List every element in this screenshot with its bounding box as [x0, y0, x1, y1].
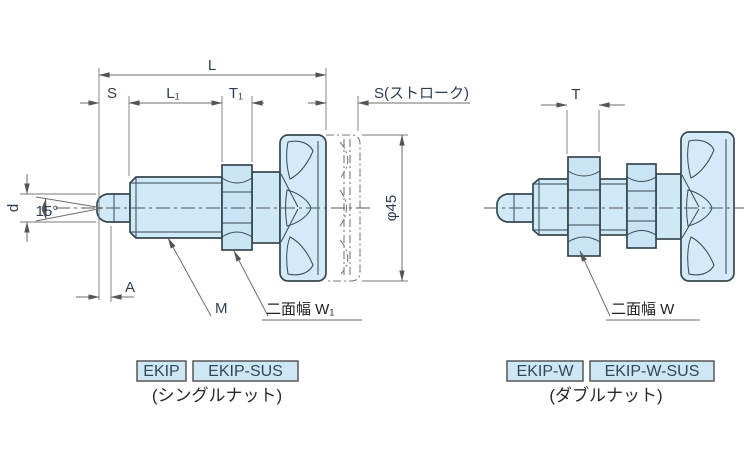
figure-double-nut: T 二面幅 W EKIP-W EKIP-W-SUS (ダブルナット): [484, 86, 744, 405]
dim-label-T: T: [571, 86, 580, 103]
model-badge-ekip-sus: [192, 360, 299, 382]
dim-label-T1: T₁: [229, 85, 243, 102]
model-badges-single: EKIP EKIP-SUS (シングルナット): [136, 360, 299, 405]
leader-flats-w1: [233, 250, 269, 317]
angle-lines: [35, 196, 104, 222]
model-badge-ekip-label: EKIP: [143, 363, 179, 380]
leader-thread: [167, 237, 212, 317]
hex-nut-facets: [221, 177, 253, 238]
dim-label-stroke: S(ストローク): [374, 85, 469, 102]
knob-2: [680, 131, 735, 282]
dim-label-S: S: [107, 85, 117, 102]
hex-nut-tall: [567, 156, 601, 257]
model-badge-ekip-w-label: EKIP-W: [517, 363, 575, 380]
dim-label-tip-angle: 15°: [36, 203, 59, 220]
model-badge-ekip-sus-label: EKIP-SUS: [208, 363, 283, 380]
hex-nut-second: [626, 163, 657, 249]
angle-arc: [41, 198, 47, 220]
extension-lines: [20, 68, 408, 302]
threaded-body-2a: [532, 178, 569, 236]
dim-label-A: A: [125, 279, 135, 296]
figure-single-nut: L S L₁ T₁ S(ストローク) φ45 d 15° A M 二面幅 W₁: [5, 57, 470, 405]
caption-single-nut: (シングルナット): [152, 386, 282, 405]
label-flats-w1: 二面幅 W₁: [266, 301, 334, 318]
leader-flats-w: [579, 250, 611, 317]
model-badge-ekip-w-sus-label: EKIP-W-SUS: [605, 363, 700, 380]
model-badge-ekip-w: [506, 360, 584, 382]
threaded-body-2b: [599, 178, 628, 236]
label-flats-w: 二面幅 W: [611, 301, 675, 318]
dim-label-L1: L₁: [166, 85, 179, 102]
dim-label-pin-dia: d: [5, 204, 22, 212]
neck-2: [655, 173, 682, 240]
caption-double-nut: (ダブルナット): [549, 385, 662, 405]
dim-label-L: L: [208, 57, 216, 74]
model-badge-ekip-w-sus: [589, 360, 715, 382]
model-badge-ekip: [136, 360, 187, 382]
plunger-single: [56, 134, 372, 282]
model-badges-double: EKIP-W EKIP-W-SUS (ダブルナット): [506, 360, 715, 405]
dim-label-thread: M: [215, 300, 228, 317]
extension-lines-T: [566, 110, 600, 154]
plunger-double: [484, 131, 744, 282]
dim-label-knob-dia: φ45: [383, 195, 400, 221]
